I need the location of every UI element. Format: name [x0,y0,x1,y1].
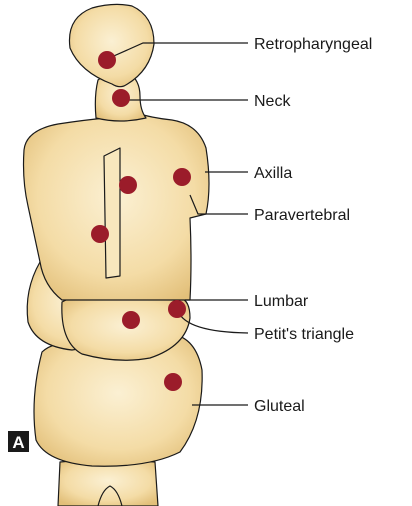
legs-shape [58,460,158,506]
incision-strip [104,148,120,278]
dot-lumbar [168,300,186,318]
dot-axilla [173,168,191,186]
label-neck: Neck [254,93,291,110]
dot-neck [112,89,130,107]
dot-paravertebral-upper [119,176,137,194]
head-shape [69,4,154,86]
dot-paravertebral-lower [91,225,109,243]
label-gluteal: Gluteal [254,398,305,415]
label-axilla: Axilla [254,165,292,182]
dot-retropharyngeal [98,51,116,69]
label-retropharyngeal: Retropharyngeal [254,36,372,53]
panel-label: A [12,433,24,452]
dot-gluteal [164,373,182,391]
label-petits-triangle: Petit's triangle [254,326,354,343]
label-paravertebral: Paravertebral [254,207,350,224]
dot-petits-triangle [122,311,140,329]
label-lumbar: Lumbar [254,293,309,310]
